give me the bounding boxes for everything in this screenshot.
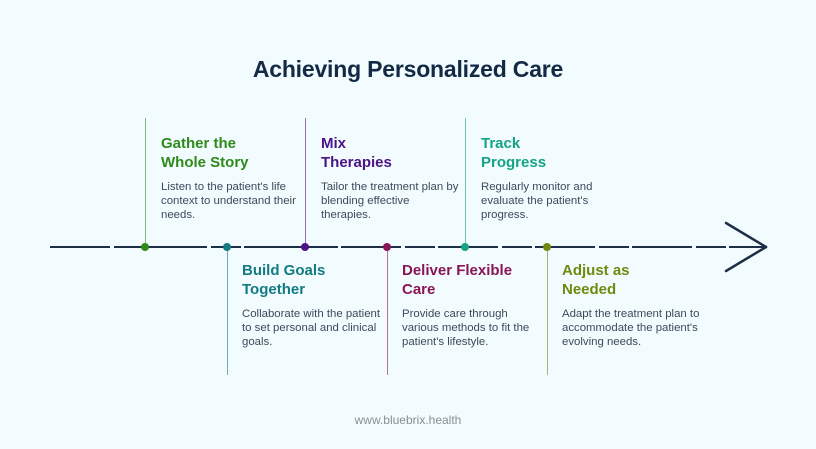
timeline-dot xyxy=(301,243,309,251)
connector-line xyxy=(145,118,146,247)
step-description: Provide care through various methods to … xyxy=(402,308,530,348)
step-description: Tailor the treatment plan by blending ef… xyxy=(321,181,459,221)
step-description: Collaborate with the patient to set pers… xyxy=(242,308,381,348)
connector-line xyxy=(465,118,466,247)
timeline-dot xyxy=(223,243,231,251)
footer-url: www.bluebrix.health xyxy=(354,413,462,427)
step-description: Listen to the patient's life context to … xyxy=(161,181,296,221)
connector-line xyxy=(547,247,548,375)
timeline-dot xyxy=(383,243,391,251)
connector-line xyxy=(387,247,388,375)
page-title: Achieving Personalized Care xyxy=(252,56,564,82)
timeline-dot xyxy=(543,243,551,251)
step-description: Adapt the treatment plan to accommodate … xyxy=(562,308,700,348)
connector-line xyxy=(227,247,228,375)
timeline-dot xyxy=(461,243,469,251)
step-description: Regularly monitor and evaluate the patie… xyxy=(481,181,593,221)
timeline-dot xyxy=(141,243,149,251)
connector-line xyxy=(305,118,306,247)
